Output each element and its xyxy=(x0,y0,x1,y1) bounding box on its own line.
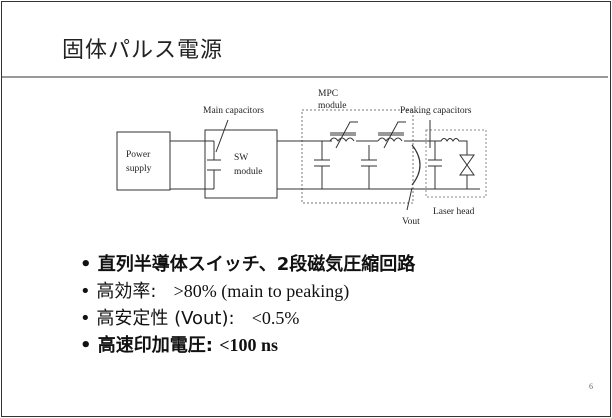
bullet-item: • 高効率: >80% (main to peaking) xyxy=(80,281,350,302)
laser-head-label: Laser head xyxy=(433,207,475,217)
mpc-label-1: MPC xyxy=(318,89,338,99)
bullet-text: 直列半導体スイッチ、2段磁気圧縮回路 xyxy=(97,254,416,275)
bullet-label: 高効率: xyxy=(96,281,157,302)
bullet-item: • 高安定性 (Vout): <0.5% xyxy=(80,308,300,329)
bullet-list: • 直列半導体スイッチ、2段磁気圧縮回路 • 高効率: >80% (main t… xyxy=(80,252,415,359)
laser-head-box xyxy=(425,129,487,198)
sw-module-label-2: module xyxy=(234,167,263,177)
mpc-module-box xyxy=(301,109,414,204)
peaking-capacitors-label: Peaking capacitors xyxy=(400,106,472,116)
sw-module-label-1: SW xyxy=(234,153,248,163)
bullet-value: <0.5% xyxy=(251,308,300,328)
bullet-value: >80% (main to peaking) xyxy=(173,281,350,301)
slide-title: 固体パルス電源 xyxy=(62,38,224,63)
title-divider xyxy=(2,76,608,78)
sw-module-box xyxy=(204,129,278,199)
power-supply-label-1: Power xyxy=(126,150,151,160)
mpc-label-2: module xyxy=(318,101,347,111)
vout-label: Vout xyxy=(402,217,420,227)
bullet-value: <100 ns xyxy=(219,335,279,355)
power-supply-box xyxy=(116,131,171,191)
main-capacitors-label: Main capacitors xyxy=(203,106,264,116)
bullet-item: • 高速印加電圧: <100 ns xyxy=(80,335,279,356)
power-supply-label-2: supply xyxy=(126,164,152,174)
bullet-item: • 直列半導体スイッチ、2段磁気圧縮回路 xyxy=(80,254,416,275)
bullet-label: 高速印加電圧: xyxy=(97,335,213,356)
bullet-label: 高安定性 (Vout): xyxy=(96,308,235,329)
page-number: 6 xyxy=(589,382,593,391)
